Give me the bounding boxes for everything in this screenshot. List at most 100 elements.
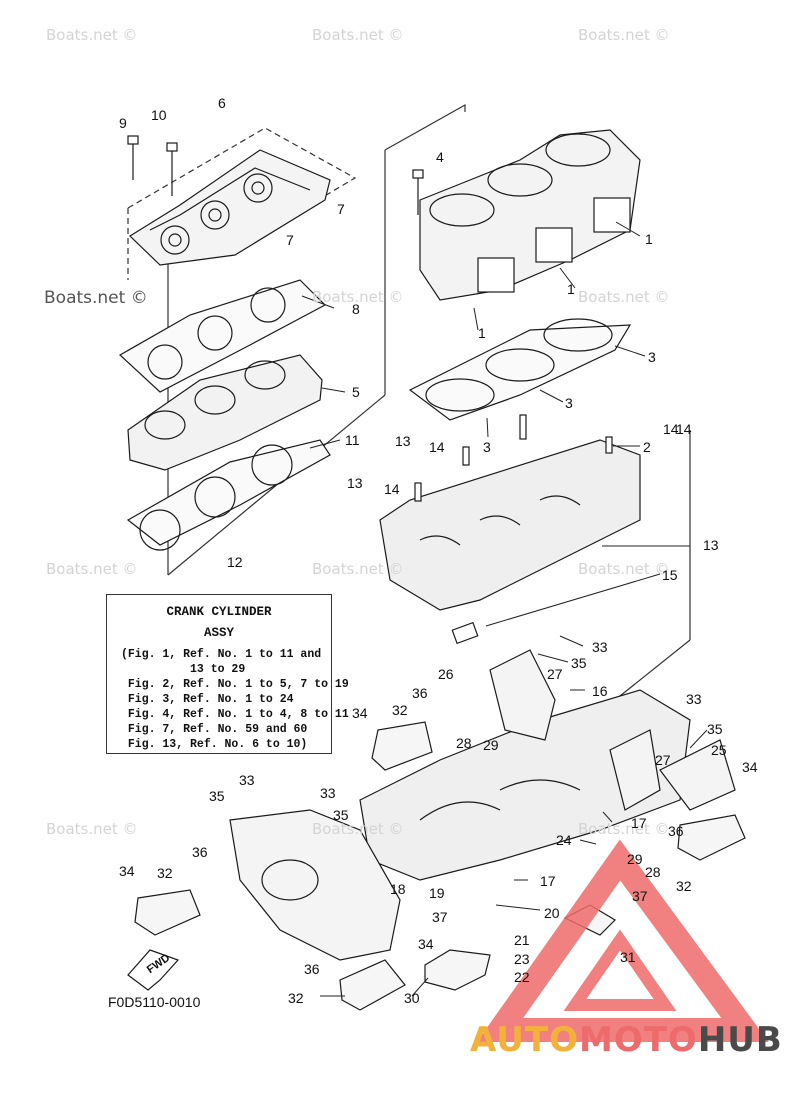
callout-label: 32 (676, 878, 692, 894)
callout-label: 36 (668, 823, 684, 839)
note-line: 13 to 29 (121, 663, 246, 676)
cylinder-head-drawing (127, 354, 323, 471)
watermark-text: Boats.net © (46, 560, 138, 578)
callout-label: 35 (707, 721, 723, 737)
callout-label: 31 (620, 949, 636, 965)
callout-label: 18 (390, 881, 406, 897)
callout-label: 2 (643, 439, 651, 455)
callout-label: 27 (655, 752, 671, 768)
callout-label: 34 (119, 863, 135, 879)
note-line: Fig. 2, Ref. No. 1 to 5, 7 to 19 (121, 678, 349, 691)
watermark-text: Boats.net © (312, 820, 404, 838)
brand-part-2: MOTO (578, 1020, 698, 1060)
watermark-text: Boats.net © (578, 288, 670, 306)
callout-label: 28 (645, 864, 661, 880)
callout-label: 33 (239, 772, 255, 788)
callout-label: 37 (632, 888, 648, 904)
callout-label: 27 (547, 666, 563, 682)
callout-label: 1 (478, 325, 486, 341)
cylinder-gasket-drawing (126, 439, 331, 551)
callout-label: 11 (345, 432, 360, 448)
watermark-text: Boats.net © (578, 26, 670, 44)
note-title: CRANK CYLINDER (166, 605, 272, 619)
figure-code: F0D5110-0010 (108, 994, 201, 1010)
note-line: (Fig. 1, Ref. No. 1 to 11 and (121, 648, 322, 661)
callout-label: 29 (483, 737, 499, 753)
callout-label: 7 (337, 201, 345, 217)
base-gasket-drawing (408, 318, 632, 421)
assembly-note-box: CRANK CYLINDER ASSY (Fig. 1, Ref. No. 1 … (106, 594, 349, 754)
engine-mount-right-drawing (677, 814, 746, 861)
note-line: Fig. 4, Ref. No. 1 to 4, 8 to 11 (121, 708, 349, 721)
callout-label: 28 (456, 735, 472, 751)
callout-label: 13 (395, 433, 411, 449)
callout-label: 19 (429, 885, 445, 901)
callout-label: 32 (392, 702, 408, 718)
callout-label: 37 (432, 909, 448, 925)
callout-label: 26 (438, 666, 454, 682)
callout-label: 6 (218, 95, 226, 111)
callout-label: 3 (483, 439, 491, 455)
callout-label: 34 (352, 705, 368, 721)
callout-label: 3 (648, 349, 656, 365)
callout-label: 10 (151, 107, 167, 123)
pump-cover-drawing (229, 809, 401, 961)
callout-label: 13 (703, 537, 719, 553)
callout-label: 8 (352, 301, 360, 317)
mount-bracket-25-drawing (659, 739, 736, 811)
callout-label: 33 (686, 691, 702, 707)
watermark-text: Boats.net © (46, 26, 138, 44)
brand-part-3: HUB (697, 1020, 783, 1060)
callout-label: 1 (567, 281, 575, 297)
cylinder-group-frame (384, 103, 466, 151)
callout-label: 36 (304, 961, 320, 977)
note-subtitle: ASSY (203, 626, 234, 640)
callout-label: 32 (288, 990, 304, 1006)
upper-crankcase-drawing (379, 439, 641, 611)
watermark-text: Boats.net © (312, 26, 404, 44)
engine-mount-upper-drawing (371, 721, 433, 771)
brand-logo-text: AUTOMOTOHUB (470, 1023, 783, 1057)
callout-label: 12 (227, 554, 243, 570)
callout-label: 3 (565, 395, 573, 411)
callout-label: 16 (592, 683, 608, 699)
engine-mount-left-drawing (134, 889, 201, 936)
engine-mount-bottom-drawing (339, 959, 406, 1011)
callout-label: 36 (412, 685, 428, 701)
callout-label: 23 (514, 951, 530, 967)
callout-label: 22 (514, 969, 530, 985)
brand-part-1: AUTO (470, 1020, 579, 1060)
callout-label: 35 (209, 788, 225, 804)
watermark-text: Boats.net © (578, 820, 670, 838)
callout-label: 14 (384, 481, 400, 497)
rear-bracket-drawing (489, 649, 556, 741)
watermark-text: Boats.net © (46, 820, 138, 838)
callout-label: 1 (645, 231, 653, 247)
callout-label: 9 (119, 115, 127, 131)
side-bracket-drawing (609, 729, 661, 811)
callout-label: 33 (320, 785, 336, 801)
watermark-text: Boats.net © (578, 560, 670, 578)
callout-label: 14 (663, 421, 679, 437)
watermark-text: Boats.net © (312, 288, 404, 306)
callout-label: 35 (571, 655, 587, 671)
callout-label: 25 (711, 742, 727, 758)
head-cover-drawing (129, 149, 331, 266)
callout-label: 17 (540, 873, 556, 889)
callout-label: 36 (192, 844, 208, 860)
callout-label: 34 (742, 759, 758, 775)
watermark-text: Boats.net © (44, 288, 148, 308)
callout-label: 13 (347, 475, 363, 491)
callout-label: 17 (631, 815, 647, 831)
note-line: Fig. 3, Ref. No. 1 to 24 (121, 693, 294, 706)
note-line: Fig. 7, Ref. No. 59 and 60 (121, 723, 308, 736)
callout-label: 5 (352, 384, 360, 400)
callout-label: 20 (544, 905, 560, 921)
lower-crankcase-drawing (359, 689, 691, 881)
callout-label: 4 (436, 149, 444, 165)
callout-label: 14 (429, 439, 445, 455)
callout-label: 15 (662, 567, 678, 583)
